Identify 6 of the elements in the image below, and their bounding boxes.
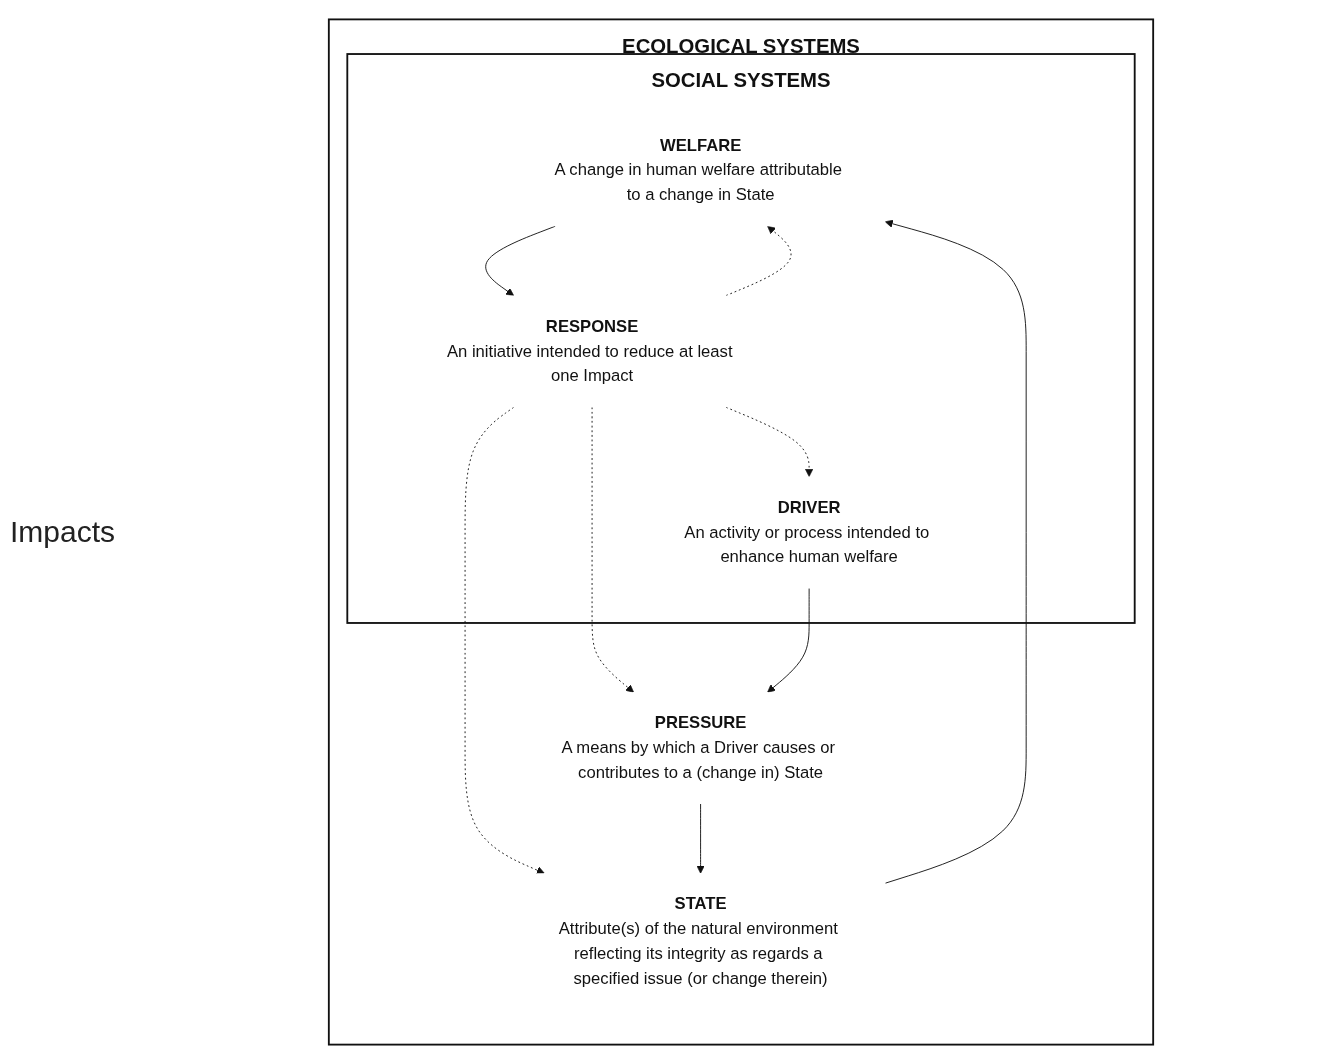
node-text: STATE Attribute(s) of the natural environment reflecting its integrity as regards a specified issue (or change therein) xyxy=(558,894,838,988)
node-text: RESPONSE An initiative intended to reduce at least one Impact xyxy=(446,316,733,385)
node-text: DRIVER An activity or process intended to enhance human welfare xyxy=(684,497,930,566)
node-text: PRESSURE A means by which a Driver causes or contributes to a (change in) State xyxy=(561,712,836,782)
node-text: WELFARE A change in human welfare attributable to a change in State xyxy=(554,135,842,204)
bracket-label: Impacts xyxy=(10,514,117,549)
